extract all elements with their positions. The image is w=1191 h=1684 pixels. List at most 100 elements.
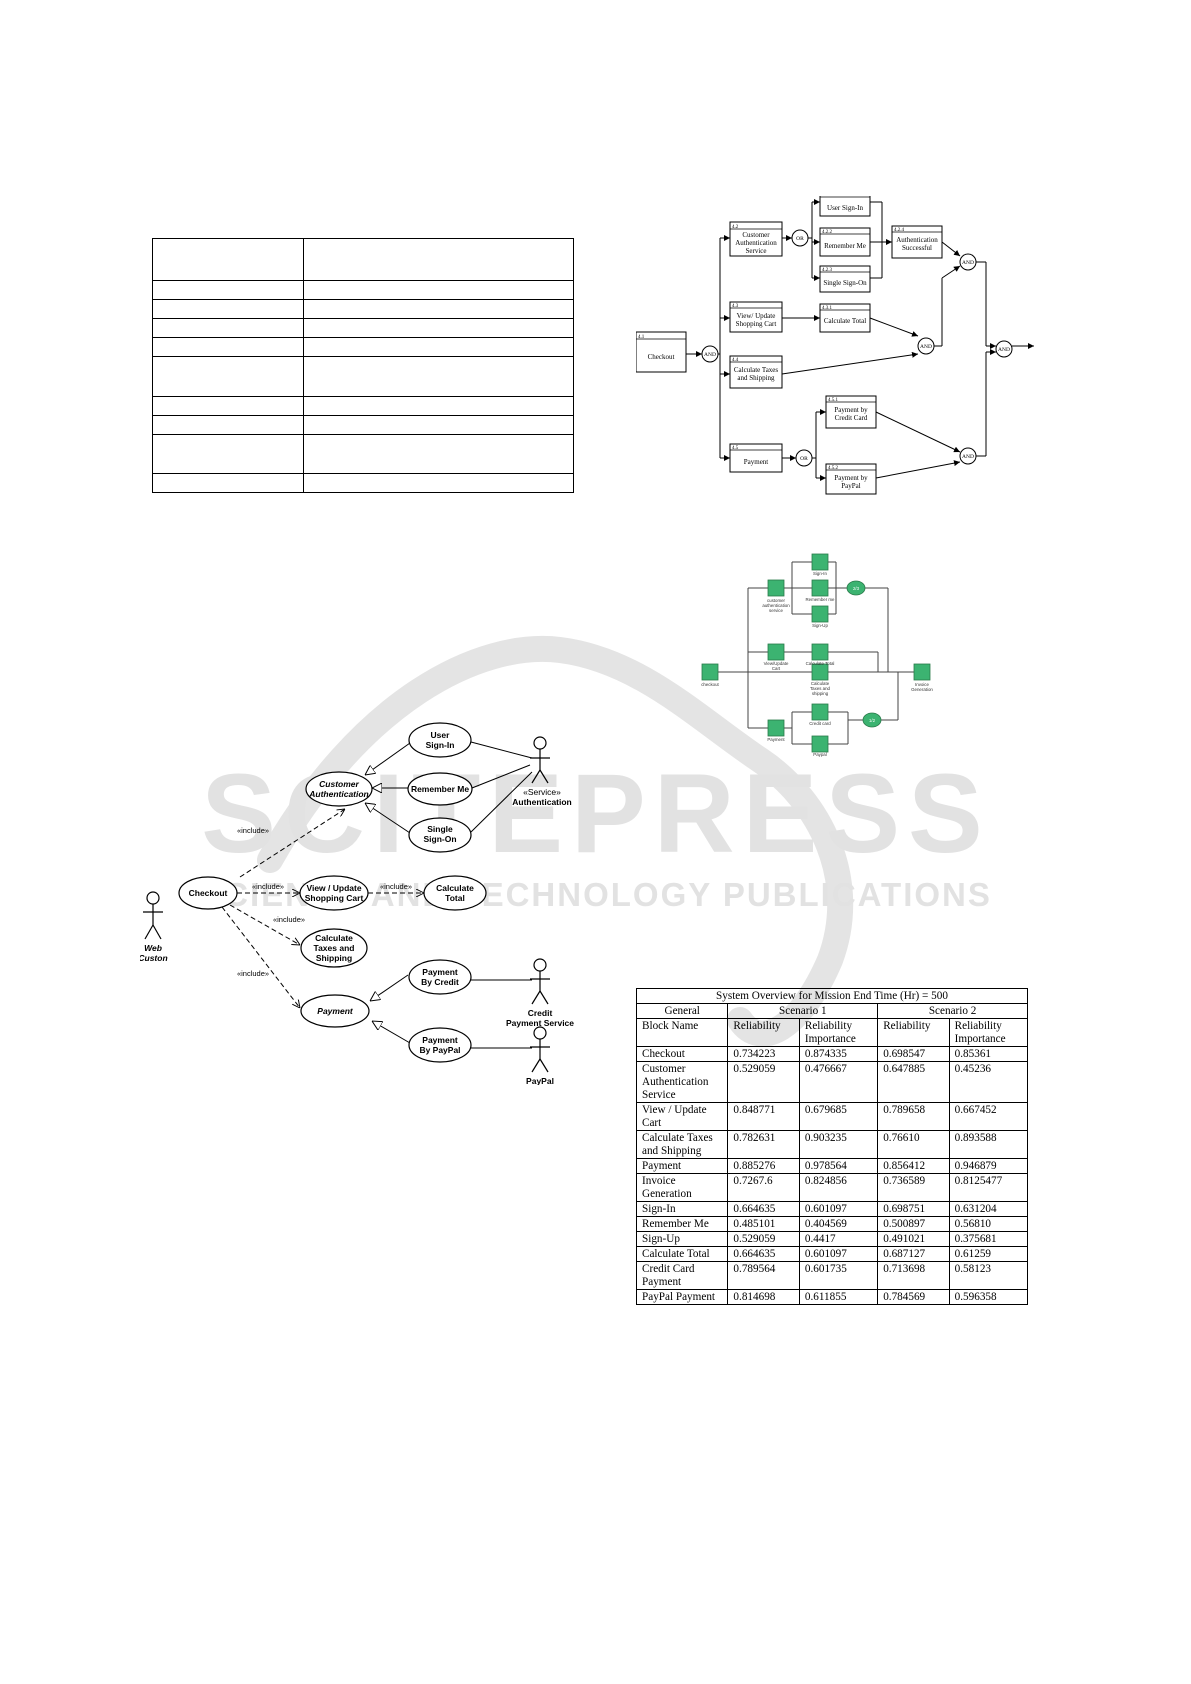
bd-credit-2: Credit Card [835,414,868,422]
group-header-scenario1: Scenario 1 [727,1003,879,1019]
bd-payment: Payment [744,458,769,466]
uc-view-cart-2: Shopping Cart [305,893,364,903]
rbd-taxes-3: shipping [812,691,829,696]
bd-authsucc-id: 4.2.4 [894,228,905,233]
bd-total: Calculate Total [824,317,866,325]
uc-calc-taxes-2: Taxes and [314,943,355,953]
bd-paypal-id: 4.5.2 [828,466,839,471]
rbd-taxes-2: Taxes and [810,686,831,691]
bd-credit-1: Payment by [834,406,868,414]
rbd-cart-2: Cart [772,666,781,671]
rbd-auth-3: service [769,608,783,613]
rbd-auth-1: customer [767,598,786,603]
bd-taxes-2: and Shipping [737,374,775,382]
bd-paypal-1: Payment by [834,474,868,482]
bd-and-5: AND [962,454,974,460]
bd-or-2: OR [800,456,808,462]
uc-user-signin-1: User [431,730,451,740]
rbd-taxes-1: Calculate [811,681,830,686]
bd-sso-id: 4.2.3 [822,268,833,273]
rbd-invoice-1: Invoice [915,682,929,687]
uc-actor-credit-2: Payment Service [506,1018,574,1028]
rbd-remember: Remember me [805,597,835,602]
bd-taxes-id: 4.4 [732,358,739,363]
rbd-node-23: 2/3 [853,586,860,591]
group-header-general: General [635,1003,729,1019]
uc-include-4: «include» [273,915,305,924]
group-header-scenario2: Scenario 2 [877,1003,1028,1019]
uc-pay-credit-1: Payment [422,967,458,977]
uc-single-signon-1: Single [427,824,453,834]
uc-calc-total-1: Calculate [436,883,474,893]
uc-include-1: «include» [237,826,269,835]
bd-signin-id: 4.2.1 [822,196,833,198]
bd-remember: Remember Me [824,242,866,250]
empty-table [152,238,574,493]
uc-remember-me: Remember Me [411,784,469,794]
uc-payment: Payment [317,1006,354,1016]
uc-include-5: «include» [237,969,269,978]
uc-pay-paypal-2: By PayPal [419,1045,460,1055]
bd-auth-2: Authentication [735,239,777,247]
rbd-paypal: Paypal [813,752,826,757]
reliability-table: System Overview for Mission End Time (Hr… [635,988,1029,1305]
bd-and-3: AND [920,344,932,350]
uc-include-3: «include» [380,882,412,891]
uc-actor-credit-1: Credit [528,1008,553,1018]
bd-auth-1: Customer [742,231,770,239]
credit-actor-icon [530,958,550,1005]
rbd-total: Calculate Total [806,661,835,666]
bd-cart-2: Shopping Cart [736,320,777,328]
uc-actor-web-2: Custon [140,953,168,963]
rbd-payment: Payment [767,737,785,742]
bd-checkout-id: 4.1 [638,335,645,340]
bd-sso: Single Sign-On [823,279,867,287]
paypal-actor-icon [530,1026,550,1073]
uc-cust-auth-1: Customer [319,779,359,789]
uc-cust-auth-2: Authentication [308,789,369,799]
watermark-swoosh [257,636,854,1047]
bd-payment-id: 4.5 [732,446,739,451]
uc-calc-taxes-1: Calculate [315,933,353,943]
rbd-auth-2: authentication [762,603,790,608]
service-actor-icon [530,736,550,784]
rbd-cart-1: View/Update [764,661,789,666]
bd-authsucc-2: Successful [902,244,932,252]
uc-user-signin-2: Sign-In [426,740,455,750]
web-customer-actor-icon [143,891,163,940]
table-title: System Overview for Mission End Time (Hr… [636,988,1028,1004]
uc-actor-paypal: PayPal [526,1076,554,1085]
bd-signin: User Sign-In [827,204,863,212]
rbd-signin: Sign-In [813,571,827,576]
rbd-signup: Sign-Up [812,623,828,628]
bd-remember-id: 4.2.2 [822,230,833,235]
rbd-invoice-2: Generation [911,687,933,692]
uc-checkout: Checkout [189,888,228,898]
uc-calc-taxes-3: Shipping [316,953,352,963]
bd-total-id: 4.3.1 [822,306,833,311]
bd-cart-1: View/ Update [737,312,776,320]
uc-calc-total-2: Total [445,893,465,903]
bd-cart-id: 4.3 [732,304,739,309]
use-case-diagram: User Sign-In Customer Authentication Rem… [140,722,574,1085]
bd-and-1: AND [704,352,716,358]
table-header-row: Block Name Reliability Reliability Impor… [635,1018,1029,1047]
uc-include-2: «include» [252,882,284,891]
block-diagram: 4.1 4.2 4.2.1 4.2.2 4.2.3 4.2.4 4.3 4.3.… [636,196,1034,495]
bd-and-4: AND [998,347,1010,353]
rbd-checkout: checkout [701,682,719,687]
uc-actor-web-1: Web [144,943,162,953]
uc-actor-service-2: Authentication [512,797,572,807]
uc-pay-paypal-1: Payment [422,1035,458,1045]
